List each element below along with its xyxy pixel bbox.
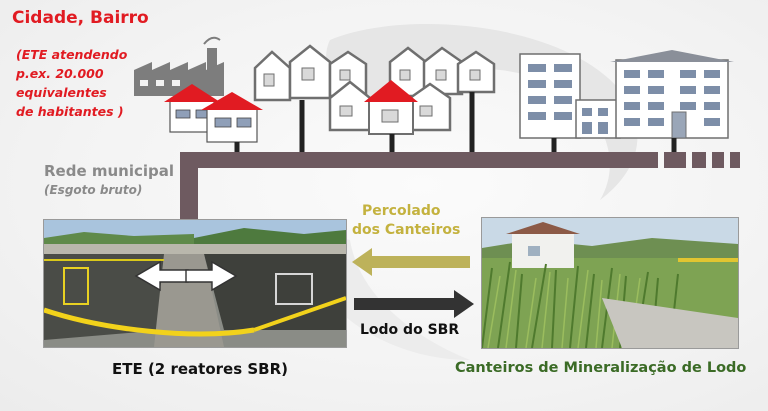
lodo-sbr-label: Lodo do SBR xyxy=(360,322,459,338)
percolado-label-line: dos Canteiros xyxy=(352,222,460,238)
city-subtitle-line: p.ex. 20.000 xyxy=(16,66,104,81)
reed-bed-photo xyxy=(481,217,739,349)
canteiros-title: Canteiros de Mineralização de Lodo xyxy=(455,360,746,376)
city-subtitle-line: equivalentes xyxy=(16,85,107,100)
city-subtitle-line: de habitantes ) xyxy=(16,104,124,119)
ete-title: ETE (2 reatores SBR) xyxy=(112,360,288,378)
network-subtitle: (Esgoto bruto) xyxy=(44,183,142,197)
city-subtitle-line: (ETE atendendo xyxy=(16,47,127,62)
network-title: Rede municipal xyxy=(44,162,174,180)
percolado-label-line: Percolado xyxy=(362,203,440,219)
ete-photo xyxy=(43,219,347,348)
city-title: Cidade, Bairro xyxy=(12,8,149,28)
